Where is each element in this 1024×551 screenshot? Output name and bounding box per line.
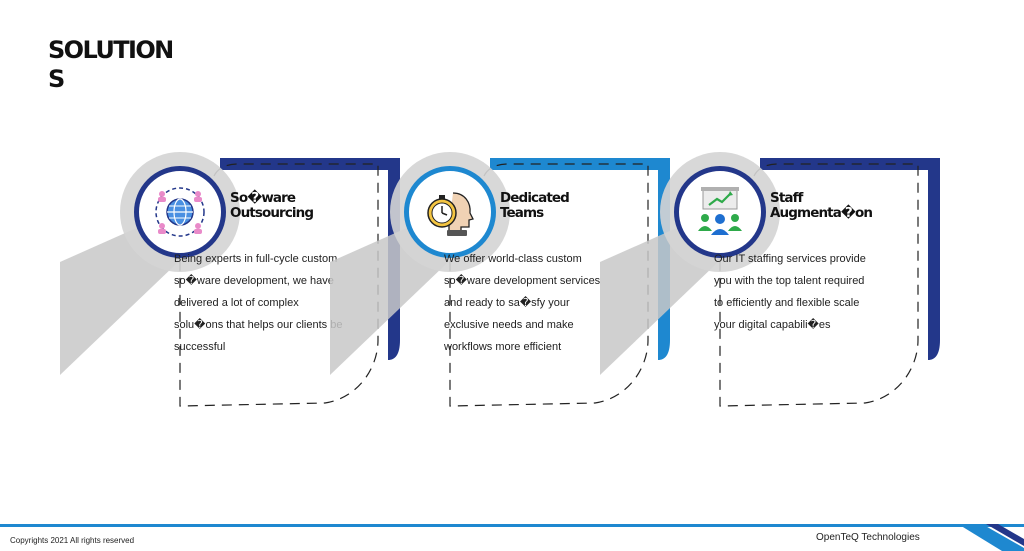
card-dedicated-teams: Dedicated Teams We offer world-class cus…	[330, 150, 670, 415]
desc-line: delivered a lot of complex	[174, 297, 299, 309]
corner-stripes-graphic	[958, 524, 1024, 551]
card-heading-line: Dedicated	[500, 190, 570, 206]
card-heading-line: Outsourcing	[230, 205, 314, 221]
desc-line: Our IT staffing services provide	[714, 253, 866, 265]
stopwatch-head-icon	[427, 192, 474, 236]
card-software-outsourcing: So�ware Outsourcing Being experts in ful…	[60, 150, 400, 415]
desc-line: your digital capabili�es	[714, 319, 831, 331]
desc-line: exclusive needs and make	[444, 319, 574, 331]
card-description: Being experts in full-cycle custom so�wa…	[174, 248, 374, 358]
card-description: Our IT staffing services provide you wit…	[714, 248, 914, 336]
desc-line: to efficiently and flexible scale	[714, 297, 860, 309]
desc-line: We offer world-class custom	[444, 253, 582, 265]
brand-name: OpenTeQ Technologies	[816, 532, 920, 543]
desc-line: so�ware development, we have	[174, 275, 334, 287]
staff-augmentation-circle	[674, 166, 766, 258]
desc-line: Being experts in full-cycle custom	[174, 253, 338, 265]
team-growth-icon	[698, 187, 742, 235]
desc-line: you with the top talent required	[714, 275, 865, 287]
card-heading-line: Augmenta�on	[770, 205, 873, 221]
card-description: We offer world-class custom so�ware deve…	[444, 248, 644, 358]
desc-line: successful	[174, 341, 226, 353]
desc-line: so�ware development services	[444, 275, 601, 287]
software-outsourcing-circle	[134, 166, 226, 258]
card-heading: Staff Augmenta�on	[770, 191, 910, 221]
footer-divider	[0, 524, 1024, 527]
card-heading-line: So�ware	[230, 190, 296, 206]
card-heading-line: Teams	[500, 205, 544, 221]
desc-line: workflows more efficient	[444, 341, 562, 353]
card-staff-augmentation: Staff Augmenta�on Our IT staffing servic…	[600, 150, 940, 415]
card-heading-line: Staff	[770, 190, 803, 206]
copyright-text: Copyrights 2021 All rights reserved	[10, 536, 135, 545]
desc-line: and ready to sa�sfy your	[444, 297, 570, 309]
desc-line: solu�ons that helps our clients be	[174, 319, 343, 331]
globe-network-icon	[155, 187, 205, 237]
page-title: SOLUTIONS	[48, 36, 174, 93]
card-heading: So�ware Outsourcing	[230, 191, 370, 221]
card-heading: Dedicated Teams	[500, 191, 640, 221]
dedicated-teams-circle	[404, 166, 496, 258]
